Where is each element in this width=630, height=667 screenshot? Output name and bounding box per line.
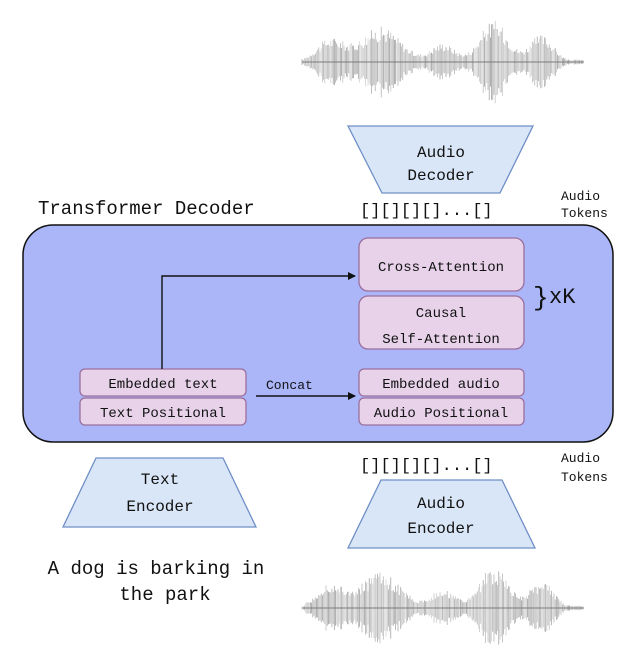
top-waveform-icon	[301, 20, 584, 104]
audio-decoder-block: Audio Decoder	[346, 125, 535, 194]
text-encoder-label-line2: Encoder	[126, 498, 193, 516]
audio-decoder-label-line2: Decoder	[407, 167, 474, 185]
audio-tokens-top-label-line2: Tokens	[561, 206, 608, 221]
cross-attention-box	[358, 237, 525, 292]
audio-tokens-top: [][][][]...[]	[360, 202, 493, 221]
prompt-line2: the park	[119, 584, 210, 606]
causal-label-line1: Causal	[416, 306, 466, 322]
cross-attention-block: Cross-Attention	[358, 237, 525, 292]
audio-positional-label: Audio Positional	[374, 406, 508, 422]
text-positional-block: Text Positional	[79, 397, 247, 426]
text-encoder-label-line1: Text	[141, 471, 179, 489]
embedded-text-block: Embedded text	[79, 368, 247, 397]
audio-decoder-shape	[346, 125, 535, 194]
embedded-text-box	[79, 368, 247, 397]
causal-self-attention-block: Causal Self-Attention	[358, 295, 525, 350]
text-to-cross-attention-arrow	[161, 272, 356, 369]
cross-attention-label: Cross-Attention	[378, 260, 504, 276]
audio-decoder-label-line1: Audio	[417, 144, 465, 162]
bottom-waveform-icon	[301, 571, 584, 645]
text-encoder-shape	[61, 457, 258, 528]
audio-encoder-shape	[346, 479, 537, 549]
audio-positional-box	[358, 397, 525, 426]
causal-self-attention-box	[358, 295, 525, 350]
concat-label: Concat	[266, 378, 313, 393]
audio-encoder-label-line1: Audio	[417, 495, 465, 513]
embedded-audio-box	[358, 368, 525, 397]
embedded-audio-block: Embedded audio	[358, 368, 525, 397]
text-encoder-block: Text Encoder	[61, 457, 258, 528]
audio-tokens-top-label-line1: Audio	[561, 189, 600, 204]
audio-tokens-bottom-label-line1: Audio	[561, 451, 600, 466]
audio-encoder-block: Audio Encoder	[346, 479, 537, 549]
decoder-title: Transformer Decoder	[38, 198, 255, 220]
text-positional-label: Text Positional	[100, 406, 226, 422]
audio-tokens-bottom: [][][][]...[]	[360, 457, 493, 476]
embedded-text-label: Embedded text	[108, 377, 217, 393]
repeat-brace: }	[533, 283, 549, 313]
audio-positional-block: Audio Positional	[358, 397, 525, 426]
audio-tokens-bottom-label-line2: Tokens	[561, 470, 608, 485]
prompt-line1: A dog is barking in	[48, 558, 265, 580]
embedded-audio-label: Embedded audio	[382, 377, 500, 393]
repeat-label: xK	[549, 285, 576, 310]
text-positional-box	[79, 397, 247, 426]
causal-label-line2: Self-Attention	[382, 332, 500, 348]
audio-encoder-label-line2: Encoder	[407, 520, 474, 538]
